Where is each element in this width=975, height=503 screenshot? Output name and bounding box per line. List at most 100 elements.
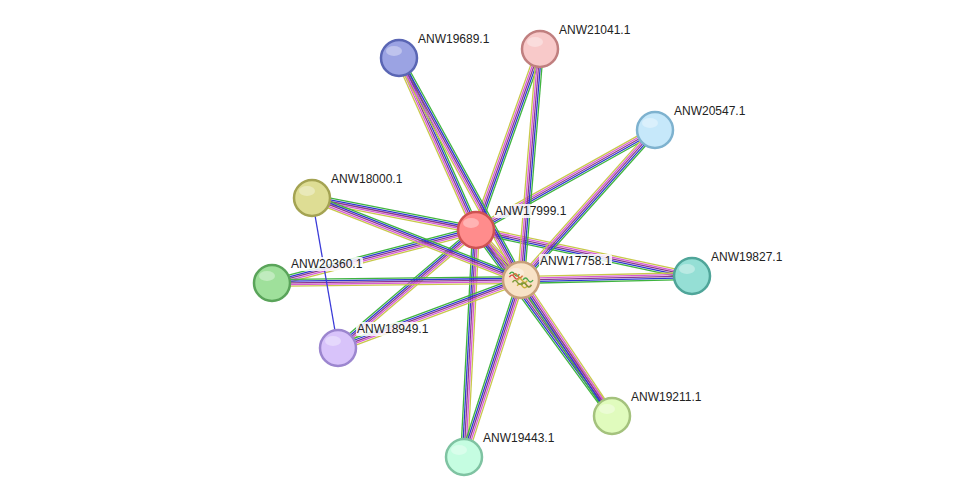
node-label: ANW17758.1 bbox=[539, 254, 612, 268]
evidence-line bbox=[353, 284, 504, 340]
protein-node: ANW20360.1 bbox=[252, 263, 292, 303]
evidence-line bbox=[530, 294, 602, 402]
evidence-line bbox=[471, 297, 518, 442]
evidence-line bbox=[289, 277, 504, 280]
node-circle bbox=[501, 260, 541, 300]
protein-node: ANW19443.1 bbox=[444, 437, 484, 477]
node-label: ANW17999.1 bbox=[494, 204, 567, 218]
node-label: ANW19211.1 bbox=[630, 390, 702, 404]
protein-node: ANW19827.1 bbox=[672, 256, 712, 296]
evidence-line bbox=[353, 283, 504, 339]
evidence-line bbox=[468, 296, 515, 441]
node-shine bbox=[325, 336, 341, 346]
interaction-edge bbox=[462, 247, 479, 440]
evidence-line bbox=[404, 74, 467, 215]
node-disc bbox=[254, 265, 290, 301]
interaction-edge bbox=[489, 135, 642, 224]
node-disc bbox=[446, 439, 482, 475]
evidence-line bbox=[352, 242, 464, 338]
interaction-edge bbox=[403, 72, 472, 216]
structure-strand bbox=[513, 274, 523, 278]
evidence-line bbox=[353, 244, 465, 340]
node-shine bbox=[527, 37, 543, 47]
evidence-line bbox=[354, 286, 505, 342]
node-disc bbox=[381, 40, 417, 76]
protein-node: ANW17758.1 bbox=[501, 260, 541, 300]
interaction-edge bbox=[466, 295, 519, 442]
node-shine bbox=[599, 404, 615, 414]
interaction-edge bbox=[353, 283, 506, 346]
node-shine bbox=[299, 186, 315, 196]
evidence-line bbox=[409, 72, 515, 264]
structure-strand bbox=[517, 279, 527, 283]
node-circle bbox=[520, 29, 560, 69]
interaction-edge bbox=[538, 273, 675, 283]
evidence-line bbox=[526, 66, 542, 263]
node-label: ANW18000.1 bbox=[330, 172, 403, 186]
interaction-edge bbox=[289, 277, 504, 286]
evidence-line bbox=[491, 138, 640, 221]
node-disc bbox=[294, 180, 330, 216]
evidence-line bbox=[478, 64, 531, 213]
node-circle bbox=[635, 110, 675, 150]
evidence-line bbox=[492, 141, 641, 224]
node-shine bbox=[386, 46, 402, 56]
node-label: ANW20547.1 bbox=[673, 104, 746, 118]
node-circle bbox=[444, 437, 484, 477]
node-label: ANW18949.1 bbox=[356, 322, 429, 336]
evidence-line bbox=[528, 296, 600, 404]
node-circle bbox=[456, 210, 496, 250]
evidence-line bbox=[469, 296, 516, 441]
evidence-line bbox=[524, 66, 540, 263]
evidence-line bbox=[463, 247, 473, 440]
evidence-line bbox=[532, 293, 604, 401]
node-shine bbox=[642, 118, 658, 128]
node-disc bbox=[522, 31, 558, 67]
structure-strand bbox=[512, 280, 522, 284]
node-disc bbox=[674, 258, 710, 294]
protein-node: ANW21041.1 bbox=[520, 29, 560, 69]
evidence-line bbox=[522, 66, 538, 263]
node-shine bbox=[451, 445, 467, 455]
protein-node: ANW18000.1 bbox=[292, 178, 332, 218]
evidence-line bbox=[407, 73, 513, 265]
node-circle bbox=[672, 256, 712, 296]
node-disc bbox=[503, 262, 539, 298]
evidence-line bbox=[315, 215, 335, 332]
evidence-line bbox=[351, 241, 463, 337]
evidence-line bbox=[492, 140, 641, 223]
evidence-line bbox=[529, 295, 601, 403]
evidence-line bbox=[466, 295, 513, 440]
protein-node: ANW19211.1 bbox=[592, 396, 632, 436]
evidence-line bbox=[533, 292, 605, 400]
node-disc bbox=[320, 330, 356, 366]
evidence-line bbox=[530, 140, 641, 265]
node-disc bbox=[458, 212, 494, 248]
evidence-line bbox=[355, 288, 506, 344]
structure-strand bbox=[523, 278, 533, 282]
node-circle bbox=[252, 263, 292, 303]
protein-node: ANW17999.1 bbox=[456, 210, 496, 250]
interaction-edge bbox=[288, 231, 461, 282]
node-circle bbox=[379, 38, 419, 78]
evidence-line bbox=[538, 280, 675, 283]
evidence-line bbox=[410, 71, 516, 263]
evidence-line bbox=[462, 247, 472, 440]
evidence-line bbox=[288, 234, 459, 278]
node-disc bbox=[637, 112, 673, 148]
node-disc bbox=[594, 398, 630, 434]
interaction-edge bbox=[315, 215, 335, 332]
protein-node: ANW20547.1 bbox=[635, 110, 675, 150]
node-shine bbox=[259, 271, 275, 281]
node-shine bbox=[463, 218, 479, 228]
node-label: ANW19443.1 bbox=[482, 431, 555, 445]
evidence-line bbox=[472, 297, 519, 442]
node-circle bbox=[292, 178, 332, 218]
structure-strand bbox=[521, 283, 531, 287]
evidence-line bbox=[403, 75, 466, 216]
node-circle bbox=[592, 396, 632, 436]
node-label: ANW19827.1 bbox=[710, 250, 783, 264]
